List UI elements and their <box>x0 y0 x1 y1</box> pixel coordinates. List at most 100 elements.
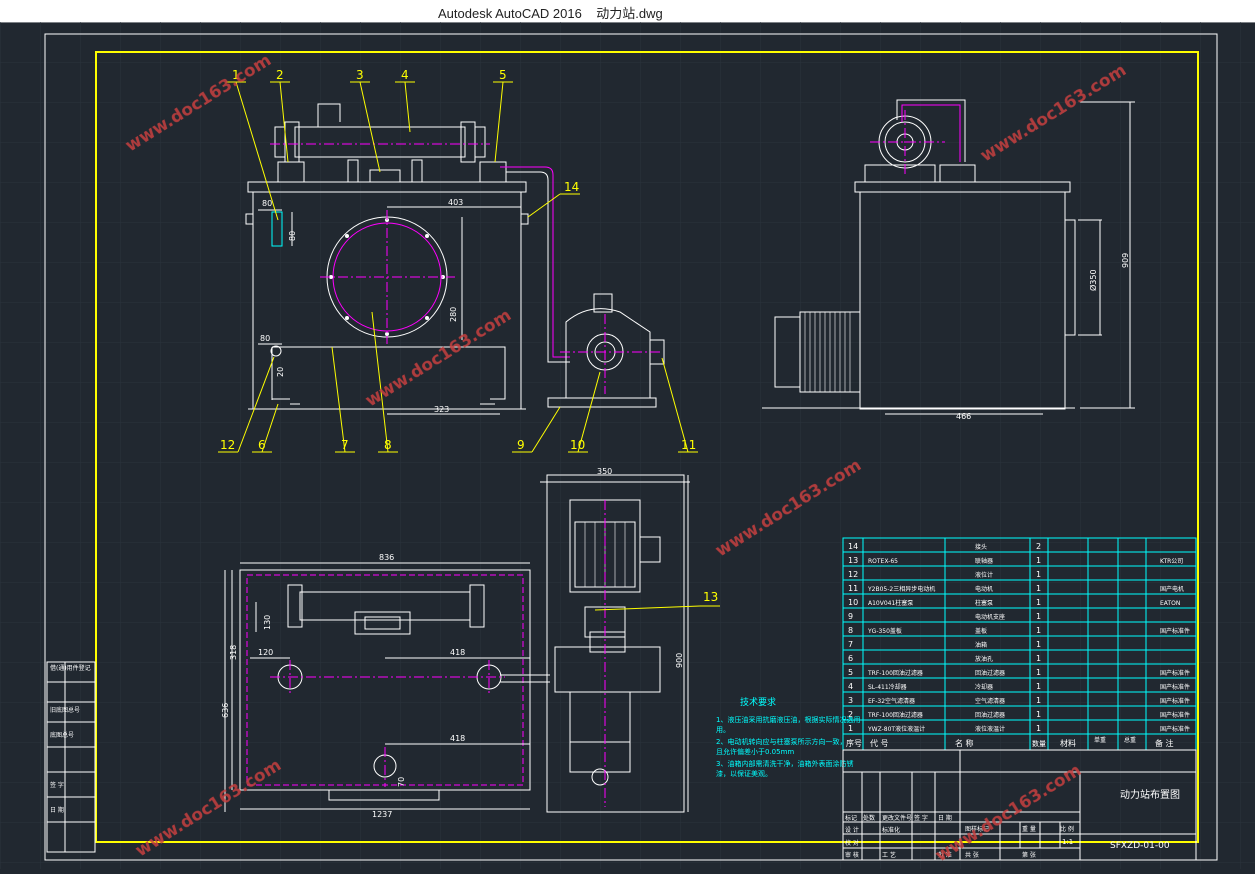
dim-80-b: 80 <box>288 231 297 241</box>
bom-cell-no: 2 <box>848 710 853 719</box>
bom-cell-note: 国产标准件 <box>1160 669 1190 677</box>
strip-label-2: 底图总号 <box>50 731 74 739</box>
tb-label-weight: 重 量 <box>1022 825 1036 833</box>
balloon-8: 8 <box>384 438 392 452</box>
bom-cell-qty: 1 <box>1036 612 1041 621</box>
bom-cell-note: KTR公司 <box>1160 558 1183 565</box>
dim-120: 120 <box>258 648 273 657</box>
bom-cell-name: 液位液温计 <box>975 725 1005 733</box>
dim-350-dia: Ø350 <box>1088 269 1098 291</box>
balloon-4: 4 <box>401 68 409 82</box>
drawing-title: 动力站布置图 <box>1120 788 1180 801</box>
dim-836: 836 <box>379 553 394 562</box>
bom-cell-no: 14 <box>848 542 858 551</box>
tech-line-3: 2、电动机转向应与柱塞泵所示方向一致， <box>716 737 846 746</box>
balloon-14: 14 <box>564 180 579 194</box>
tb-label-approve: 批 准 <box>938 851 952 859</box>
balloon-11: 11 <box>681 438 696 452</box>
bom-table <box>842 537 1197 751</box>
dim-636: 636 <box>221 703 230 718</box>
bom-cell-code: SL-411冷却器 <box>868 683 907 691</box>
bom-cell-note: 国产标准件 <box>1160 711 1190 719</box>
bom-cell-qty: 1 <box>1036 654 1041 663</box>
bom-cell-name: 油箱 <box>975 641 987 649</box>
bom-header: 序号 代 号 名 称 数量 材料 单重 总重 备 注 <box>846 736 1174 748</box>
tb-label-total-sheets: 共 张 <box>965 851 979 859</box>
dim-350: 350 <box>597 467 612 476</box>
window-title: Autodesk AutoCAD 2016 动力站.dwg <box>438 6 663 21</box>
bom-cell-note: 国产标准件 <box>1160 725 1190 733</box>
bom-cell-no: 11 <box>848 584 858 593</box>
bom-cell-code: EF-32空气滤清器 <box>868 697 915 705</box>
bom-cell-code: ROTEX-65 <box>868 558 898 565</box>
dim-418-b: 418 <box>450 734 465 743</box>
technical-requirements: 技术要求 1、液压油采用抗磨液压油，根据实际情况选用 用。 2、电动机转向应与柱… <box>716 696 860 778</box>
bom-header-name: 名 称 <box>955 738 974 748</box>
bom-header-seq: 序号 <box>846 738 862 748</box>
bom-cell-note: 国产标准件 <box>1160 683 1190 691</box>
outer-border <box>44 33 1218 861</box>
bom-cell-name: 盖板 <box>975 627 987 635</box>
bom-cell-name: 放油孔 <box>975 655 993 663</box>
tb-label-date: 日 期 <box>938 814 952 822</box>
drawing-canvas[interactable]: 借(通)用件登记 旧底图总号 底图总号 签 字 日 期 <box>0 22 1255 869</box>
bom-cell-no: 13 <box>848 556 858 565</box>
drawing-number: SFXZD-01-00 <box>1110 841 1170 851</box>
dim-909: 909 <box>1121 253 1130 268</box>
tech-line-2: 用。 <box>716 726 730 734</box>
motor-top-view <box>540 474 690 813</box>
balloon-10: 10 <box>570 438 585 452</box>
tb-scale-value: 1:1 <box>1062 838 1073 846</box>
tb-label-review: 审 核 <box>845 851 859 859</box>
balloon-7: 7 <box>341 438 349 452</box>
top-view <box>224 562 550 812</box>
strip-label-3: 签 字 <box>50 781 64 789</box>
bom-cell-no: 7 <box>848 640 853 649</box>
dim-80-c: 80 <box>260 334 270 343</box>
tb-label-process: 工 艺 <box>882 851 896 859</box>
tb-label-change: 更改文件号 <box>882 814 912 822</box>
bom-cell-note: EATON <box>1160 600 1180 607</box>
dim-20: 20 <box>276 367 285 377</box>
bom-cell-qty: 1 <box>1036 724 1041 733</box>
title-block-labels: 标记 处数 更改文件号 签 字 日 期 设 计 标准化 校 对 审 核 工 艺 … <box>845 814 1074 859</box>
bom-header-unit: 单重 <box>1094 736 1106 744</box>
bom-cell-code: TRF-100回油过滤器 <box>867 669 923 677</box>
dim-80-a: 80 <box>262 199 272 208</box>
dim-70: 70 <box>397 777 406 787</box>
dim-466: 466 <box>956 412 971 421</box>
bom-header-remark: 备 注 <box>1155 738 1174 748</box>
bom-cell-qty: 1 <box>1036 682 1041 691</box>
balloon-labels: 1 2 3 4 5 14 12 6 7 8 9 10 11 13 <box>220 68 718 604</box>
tb-label-sign: 签 字 <box>914 814 928 822</box>
bom-cell-qty: 1 <box>1036 570 1041 579</box>
bom-cell-name: 接头 <box>975 543 987 551</box>
dim-318: 318 <box>229 645 238 660</box>
bom-header-code: 代 号 <box>870 738 889 748</box>
bom-cell-no: 5 <box>848 668 853 677</box>
bom-cell-qty: 1 <box>1036 696 1041 705</box>
drawing-frame <box>95 51 1199 843</box>
bom-cell-name: 联轴器 <box>975 557 993 565</box>
tech-line-5: 3、油箱内部需清洗干净，油箱外表面涂防锈 <box>716 759 853 768</box>
bom-cell-qty: 1 <box>1036 710 1041 719</box>
bom-cell-name: 空气滤清器 <box>975 697 1005 705</box>
dim-130: 130 <box>263 615 272 630</box>
bom-cell-name: 柱塞泵 <box>975 599 993 607</box>
bom-cell-name: 电动机 <box>975 585 993 593</box>
left-binding-strip: 借(通)用件登记 旧底图总号 底图总号 签 字 日 期 <box>46 661 96 853</box>
balloon-13: 13 <box>703 590 718 604</box>
bom-cell-qty: 1 <box>1036 556 1041 565</box>
bom-cell-name: 电动机支座 <box>975 613 1005 621</box>
bom-cell-no: 9 <box>848 612 853 621</box>
bom-cell-code: YG-350盖板 <box>867 627 902 635</box>
tb-label-count: 处数 <box>863 814 875 822</box>
bom-cell-note: 国产电机 <box>1160 585 1184 593</box>
dim-403: 403 <box>448 198 463 207</box>
bom-cell-no: 10 <box>848 598 858 607</box>
balloon-2: 2 <box>276 68 284 82</box>
strip-label-4: 日 期 <box>50 806 64 814</box>
front-view <box>245 103 665 415</box>
bom-cell-no: 8 <box>848 626 853 635</box>
